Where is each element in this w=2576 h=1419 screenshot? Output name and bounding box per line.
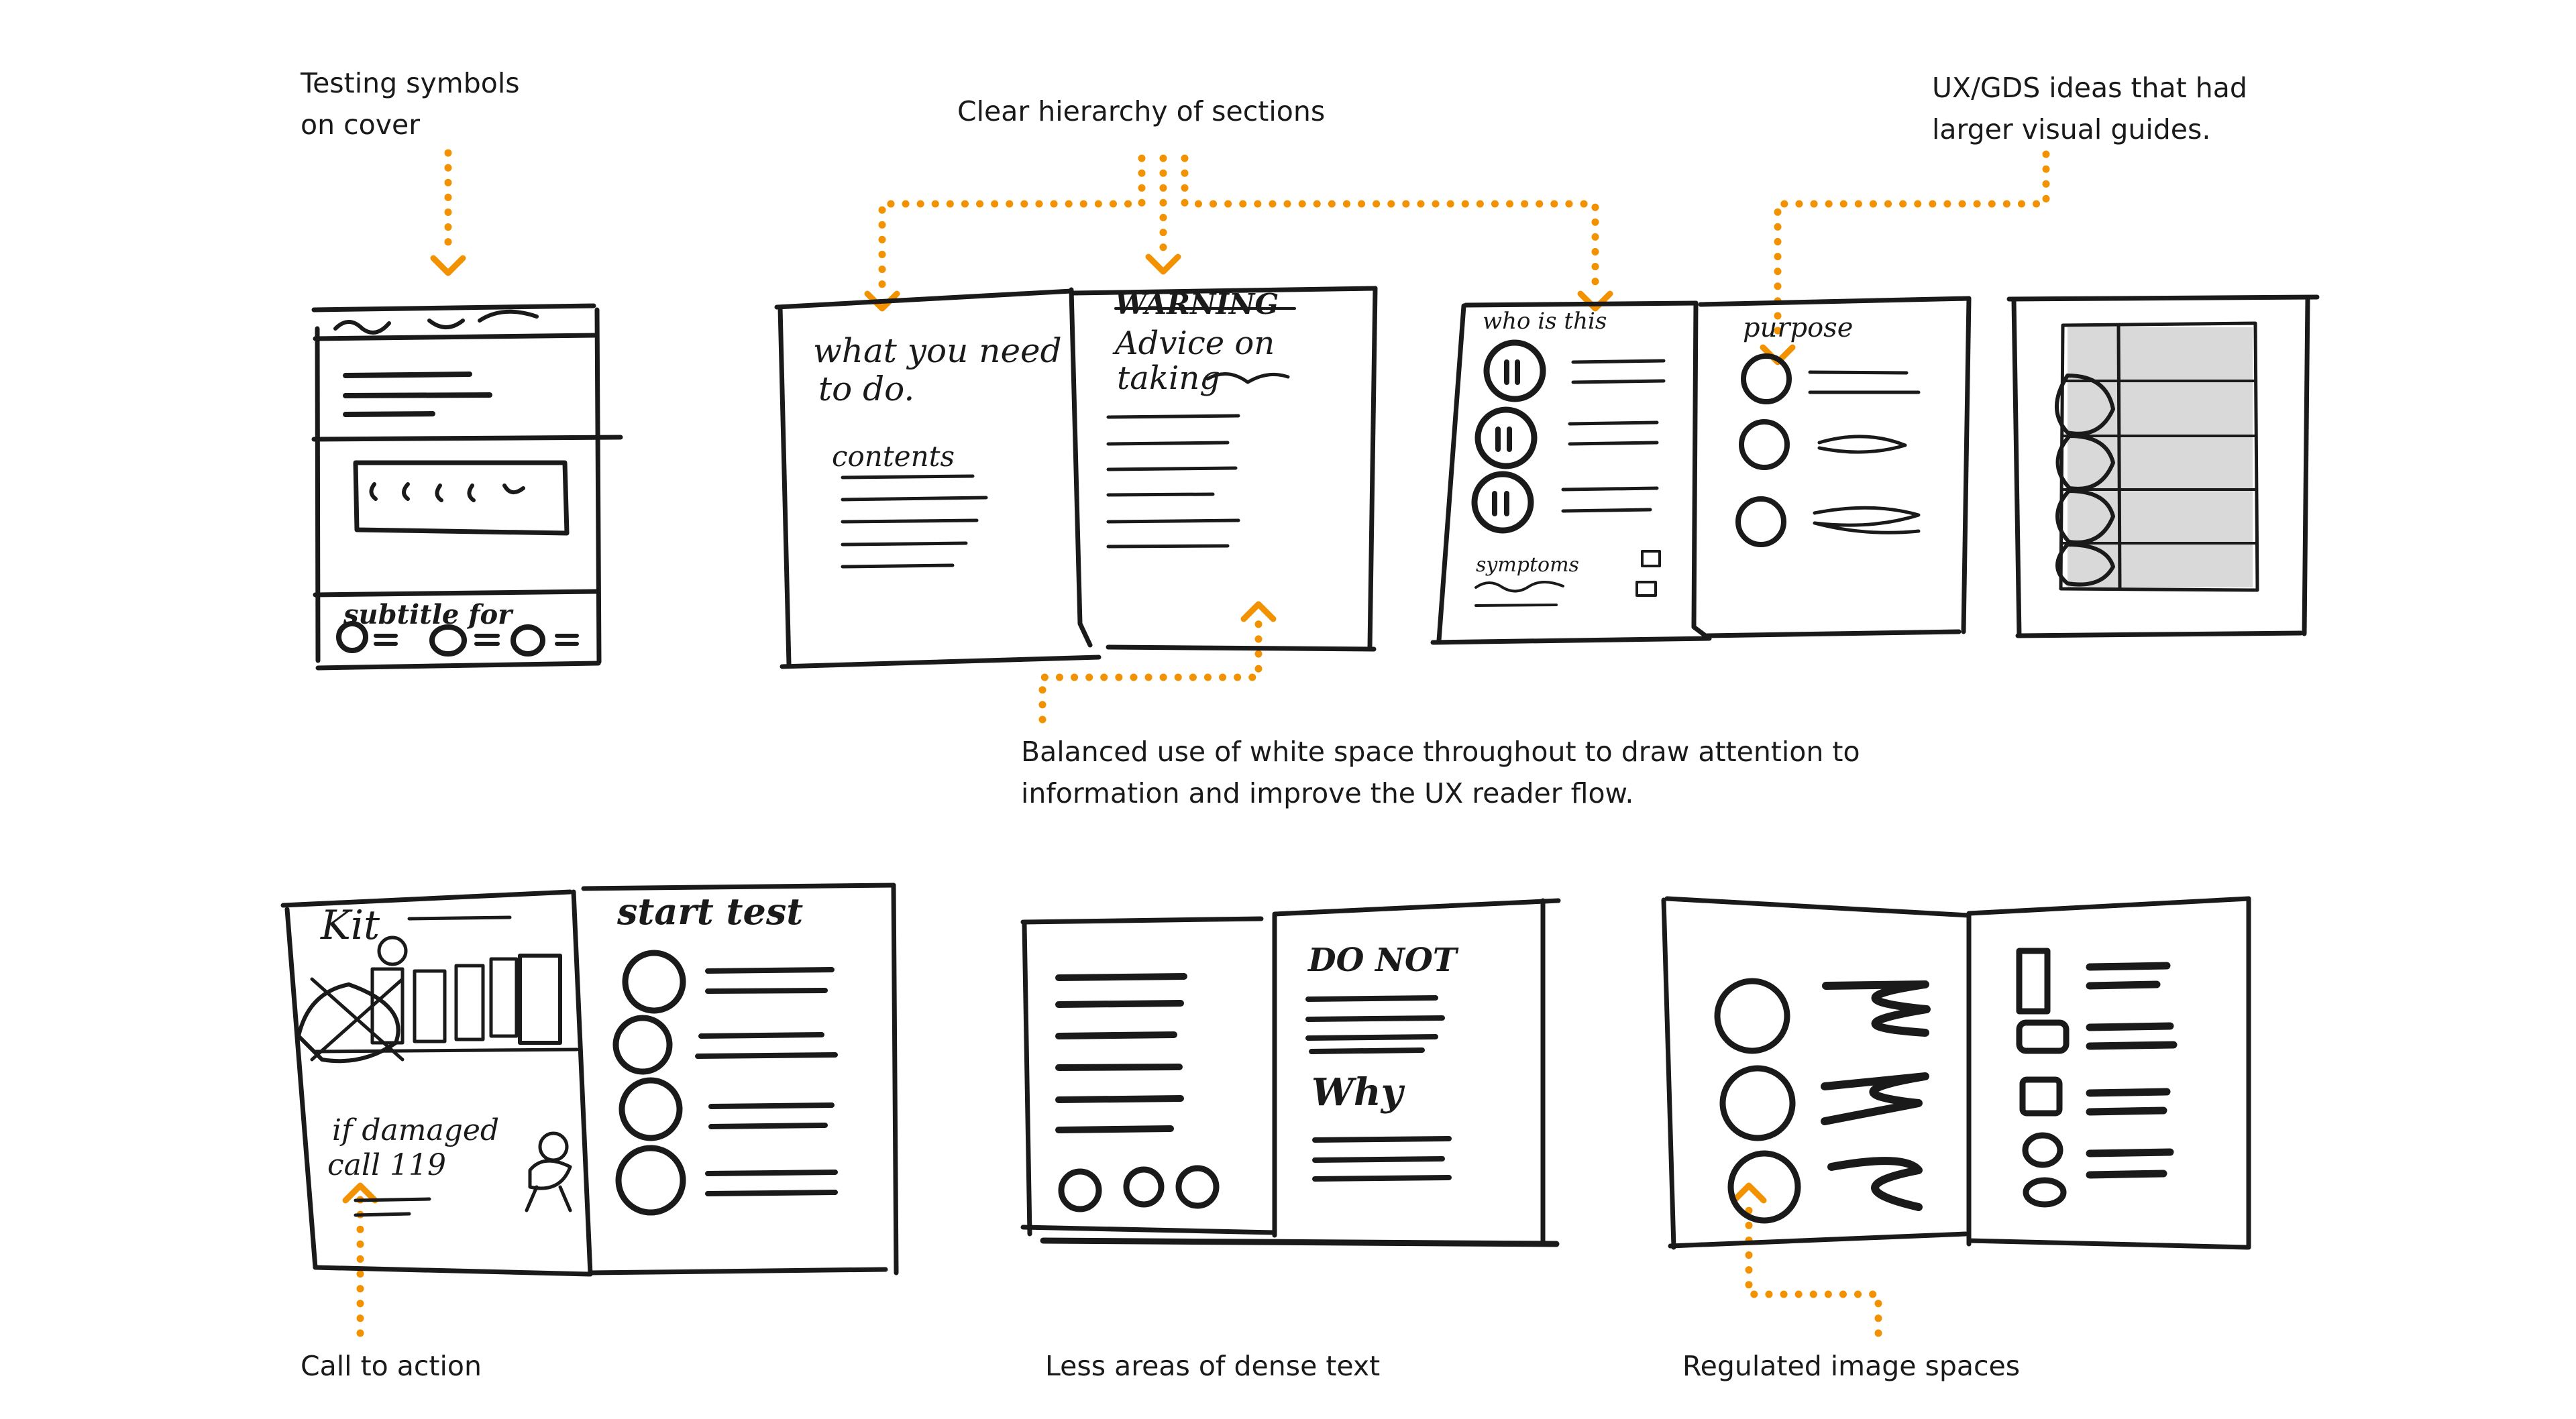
sketch-text-contents: contents — [832, 440, 955, 473]
arrow-regulated-images — [1745, 1193, 1882, 1337]
arrow-white-space — [1038, 616, 1263, 724]
annotation-line: information and improve the UX reader fl… — [1021, 777, 1634, 809]
arrow-hierarchy-right — [1181, 154, 1599, 292]
sketch-spread-images — [1661, 896, 2251, 1250]
sketch-text-start-test: start test — [616, 890, 803, 933]
sketch-text-warning: WARNING — [1115, 288, 1279, 321]
sketch-text-purpose: purpose — [1743, 313, 1853, 343]
annotation-line: on cover — [301, 109, 421, 141]
annotation-balanced-white-space: Balanced use of white space throughout t… — [1021, 731, 1860, 814]
sketch-spread-start-test — [280, 883, 899, 1277]
arrow-hierarchy-left — [878, 154, 1146, 292]
annotation-line: Balanced use of white space throughout t… — [1021, 736, 1860, 768]
sketch-text-advice: Advice on taking — [1112, 325, 1285, 397]
sketch-spread-do-not — [1020, 898, 1561, 1247]
annotation-line: larger visual guides. — [1932, 113, 2211, 146]
annotation-less-dense-text: Less areas of dense text — [1045, 1350, 1381, 1382]
sketch-text-if-damaged: if damaged call 119 — [327, 1113, 508, 1182]
sketch-text-who-is-this: who is this — [1483, 308, 1607, 335]
annotation-line: Testing symbols — [301, 67, 520, 99]
sketch-spread-purpose — [1430, 296, 1972, 645]
annotation-testing-symbols: Testing symbols on cover — [301, 62, 520, 146]
annotation-regulated-images: Regulated image spaces — [1682, 1350, 2021, 1382]
sketch-text-why: Why — [1311, 1070, 1405, 1115]
annotation-line: UX/GDS ideas that had — [1932, 72, 2247, 104]
arrow-ux-gds — [1774, 150, 2050, 346]
annotation-call-to-action: Call to action — [301, 1350, 482, 1382]
annotation-ux-gds: UX/GDS ideas that had larger visual guid… — [1932, 67, 2247, 150]
sketch-text-symptoms: symptoms — [1476, 553, 1579, 577]
sketch-shaded-page — [2006, 294, 2320, 638]
sketch-cover — [311, 303, 623, 671]
sketch-text-do-not: DO NOT — [1307, 942, 1459, 979]
sketch-spread-contents — [774, 286, 1378, 669]
sketch-text-what-you-need: what you need to do. — [813, 331, 1073, 408]
sketch-text-subtitle: subtitle for — [343, 599, 514, 630]
sketch-text-kit: Kit — [320, 902, 380, 949]
annotation-clear-hierarchy: Clear hierarchy of sections — [957, 95, 1326, 127]
